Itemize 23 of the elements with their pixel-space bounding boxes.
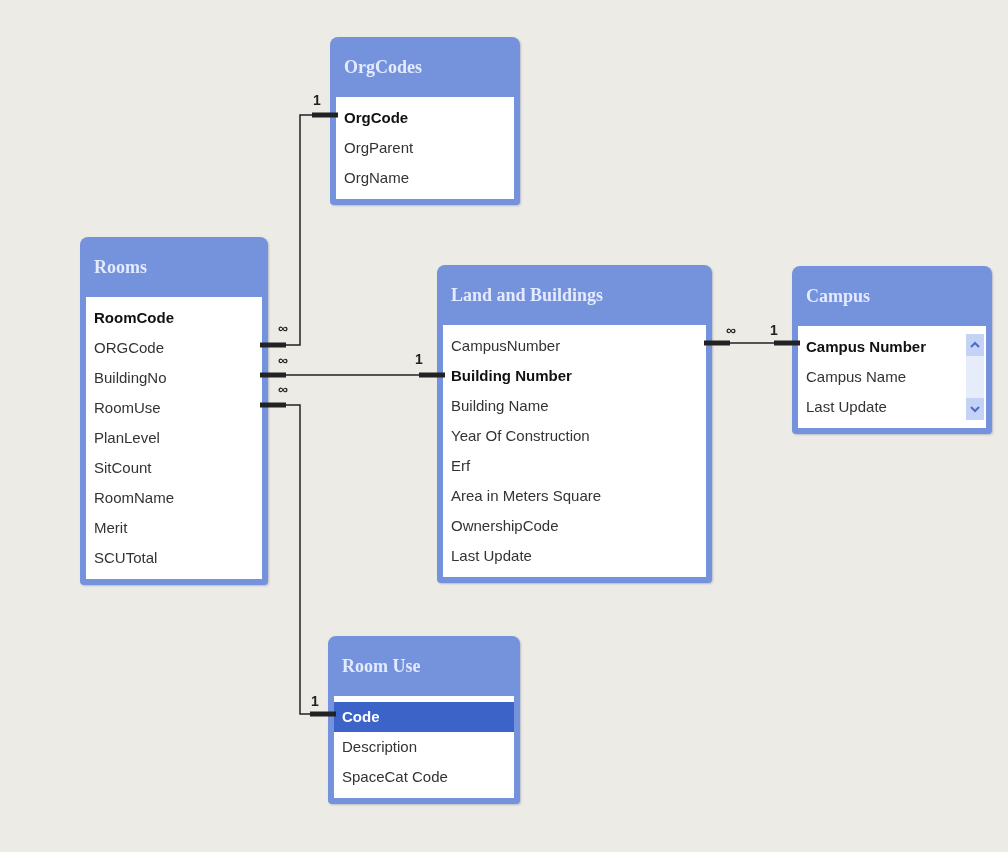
table-window [437,265,712,583]
cardinality-label: 1 [313,93,321,107]
table-title: Room Use [342,654,421,678]
cardinality-label: ∞ [278,321,288,335]
table-title: Land and Buildings [451,283,604,307]
table-window [80,237,268,585]
table-title: OrgCodes [344,55,422,79]
cardinality-label: ∞ [726,323,736,337]
relationship-line [259,372,446,378]
cardinality-label: 1 [415,352,423,366]
cardinality-label: ∞ [278,382,288,396]
table-window [330,37,520,205]
cardinality-label: 1 [770,323,778,337]
table-window [792,266,992,434]
relationship-line [259,402,337,717]
cardinality-label: ∞ [278,353,288,367]
cardinality-label: 1 [311,694,319,708]
table-window [328,636,520,804]
relationship-line [259,112,339,348]
selected-field-row: Code [334,702,514,732]
relationship-line [703,340,801,346]
table-title: Campus [806,284,871,308]
table-title: Rooms [94,255,147,279]
